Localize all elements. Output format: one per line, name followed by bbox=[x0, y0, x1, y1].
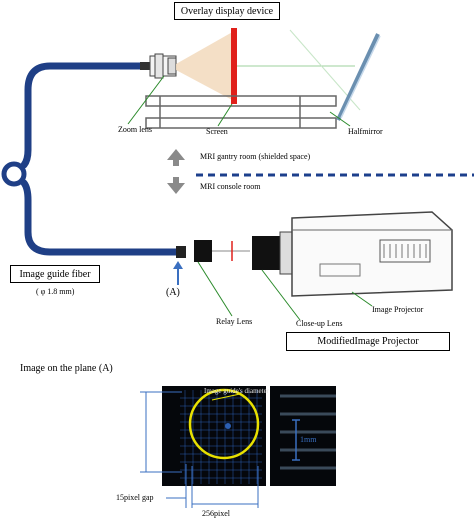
zoom-lens bbox=[149, 53, 177, 79]
vertical-dimension bbox=[140, 391, 182, 473]
relay-lens-label: Relay Lens bbox=[216, 317, 253, 326]
halfmirror-label: Halfmirror bbox=[348, 127, 383, 136]
closeup-lens-label: Close-up Lens bbox=[296, 319, 343, 328]
gantry-room-label: MRI gantry room (shielded space) bbox=[200, 152, 311, 161]
fiber-diameter-circle bbox=[188, 388, 260, 460]
image-projector bbox=[252, 211, 453, 297]
screen-label: Screen bbox=[206, 127, 228, 136]
console-room-label: MRI console room bbox=[200, 182, 261, 191]
fiber-loop bbox=[1, 161, 27, 187]
halfmirror-hilite bbox=[340, 35, 381, 119]
horizontal-dimension bbox=[166, 464, 259, 508]
top-leaders bbox=[127, 75, 351, 127]
boundary-arrows bbox=[167, 149, 185, 194]
scale-bar bbox=[292, 419, 300, 461]
diameter-leader bbox=[211, 393, 241, 401]
pixel-width-label: 256pixel bbox=[202, 509, 230, 518]
scale-stripes bbox=[280, 394, 336, 470]
image-projector-label: Image Projector bbox=[372, 305, 424, 314]
light-cone bbox=[176, 30, 236, 102]
halfmirror bbox=[336, 33, 380, 121]
image-guide-fiber bbox=[20, 62, 180, 256]
pixel-grid bbox=[180, 390, 262, 484]
screen bbox=[231, 28, 237, 104]
pixel-gap-label: 15pixel gap bbox=[116, 493, 154, 502]
fiber-image-panel bbox=[162, 386, 266, 486]
fiber-center bbox=[225, 423, 231, 429]
zoom-lens-label: Zoom lens bbox=[118, 125, 152, 134]
plane-a-label: (A) bbox=[166, 287, 180, 298]
inset-title: Image on the plane (A) bbox=[20, 363, 113, 374]
overlay-frame bbox=[145, 95, 337, 129]
fiber-diameter-label: ( φ 1.8 mm) bbox=[36, 287, 75, 296]
overlay-display-device-label: Overlay display device bbox=[174, 2, 280, 20]
modified-projector-label: ModifiedImage Projector bbox=[286, 332, 450, 351]
diameter-label: Image guide's diameter bbox=[204, 387, 270, 395]
fiber-end-top bbox=[140, 62, 152, 70]
image-guide-fiber-label: Image guide fiber bbox=[10, 265, 100, 283]
plane-a-arrow bbox=[173, 261, 183, 285]
bottom-leaders bbox=[197, 261, 373, 321]
relay-lens bbox=[176, 240, 250, 262]
scale-label: 1mm bbox=[300, 435, 317, 444]
